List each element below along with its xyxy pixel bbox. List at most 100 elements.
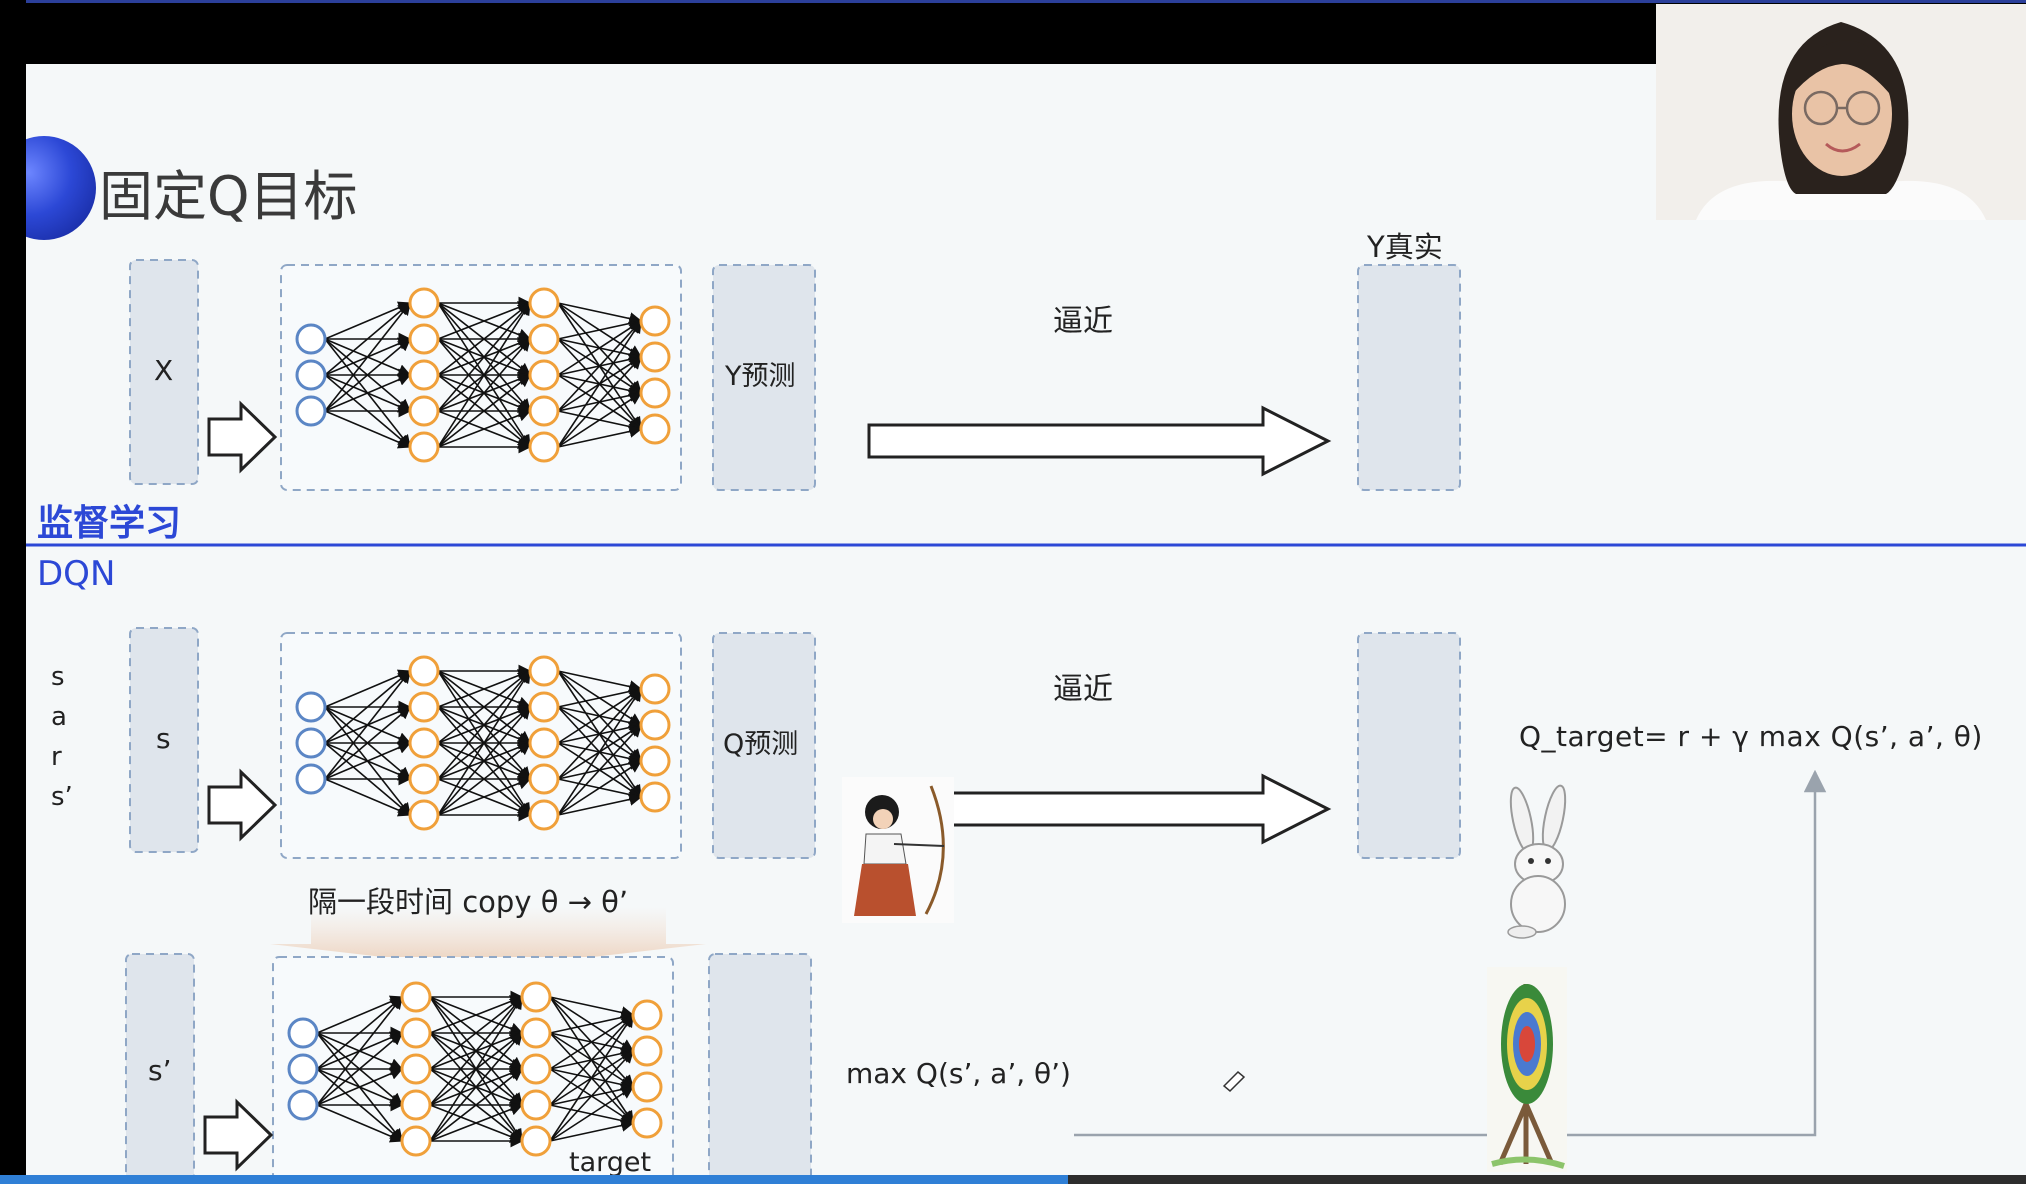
network-edge: [316, 1067, 404, 1106]
neuron: [639, 341, 671, 373]
transition-s-next: s’: [51, 782, 73, 812]
neuron: [528, 727, 560, 759]
input-neuron: [287, 1089, 319, 1121]
input-neuron: [295, 727, 327, 759]
network-edge: [429, 995, 523, 1142]
state-label-s: s: [156, 722, 171, 755]
network-edge: [437, 374, 532, 448]
neuron: [408, 691, 440, 723]
network-edge: [437, 670, 531, 780]
transition-r: r: [51, 742, 62, 772]
target-board-illustration: [1487, 967, 1567, 1172]
approach-arrow-icon: [867, 405, 1332, 477]
input-neuron: [295, 395, 327, 427]
network-edge: [549, 1050, 634, 1142]
network-edge: [429, 996, 524, 1070]
network-edge: [437, 301, 532, 340]
truth-box-y: [1357, 264, 1461, 491]
neuron: [408, 395, 440, 427]
section-label-dqn: DQN: [37, 554, 116, 594]
network-edge: [324, 706, 411, 780]
network-edge: [437, 669, 532, 708]
neuron: [400, 1089, 432, 1121]
network-edge: [557, 356, 642, 448]
neuron: [639, 305, 671, 337]
neuron: [408, 431, 440, 463]
neuron: [639, 781, 671, 813]
network-edge: [429, 1068, 524, 1142]
network-edge: [324, 670, 411, 744]
state-arrow-icon: [207, 768, 278, 842]
network-edge: [429, 1103, 524, 1142]
slide-title: 固定Q目标: [99, 165, 358, 228]
target-net-label: target: [569, 1147, 652, 1175]
neuron: [408, 763, 440, 795]
neuron: [408, 727, 440, 759]
video-progress-fill: [0, 1175, 1068, 1184]
section-label-supervised: 监督学习: [37, 503, 182, 544]
network-edge: [557, 724, 642, 816]
input-box-x: [129, 259, 199, 485]
network-edge: [557, 319, 642, 448]
neuron: [520, 1089, 552, 1121]
input-neuron: [295, 323, 327, 355]
truth-label-y: Y真实: [1367, 230, 1443, 264]
network-edge: [437, 742, 532, 816]
neuron: [528, 691, 560, 723]
network-edge: [557, 793, 643, 816]
prediction-box-q: [712, 632, 816, 859]
network-edge: [437, 409, 532, 448]
network-edge: [557, 317, 643, 340]
neuron: [631, 1071, 663, 1103]
input-neuron: [295, 359, 327, 391]
network-edge: [549, 1086, 635, 1142]
next-state-arrow-icon: [203, 1098, 274, 1172]
neuron: [408, 323, 440, 355]
neuron: [639, 377, 671, 409]
network-edge: [316, 995, 403, 1106]
network-edge: [324, 338, 411, 412]
network-edge: [324, 741, 412, 780]
network-edge: [429, 996, 523, 1106]
network-edge: [557, 392, 643, 448]
neuron: [408, 799, 440, 831]
video-progress-bar[interactable]: [0, 1175, 2026, 1184]
neuron: [528, 655, 560, 687]
network-edge: [316, 995, 404, 1034]
state-box-s: [129, 627, 199, 853]
network-edge: [316, 1032, 403, 1106]
title-bullet-icon: [26, 136, 96, 240]
slide-graphics: [26, 136, 2026, 1175]
network-edge: [324, 410, 412, 449]
network-edge: [557, 760, 643, 816]
prediction-label-q: Q预测: [723, 729, 799, 760]
network-edge: [324, 373, 412, 412]
network-supervised: [295, 287, 671, 463]
neuron: [408, 359, 440, 391]
neuron: [631, 1107, 663, 1139]
network-edge: [324, 301, 412, 340]
pen-cursor-icon: [1222, 1070, 1246, 1093]
neuron: [408, 287, 440, 319]
neuron: [520, 1053, 552, 1085]
network-edge: [557, 302, 643, 325]
input-neuron: [295, 763, 327, 795]
network-edge: [437, 302, 531, 412]
target-output-box: [708, 953, 812, 1175]
neural-networks: [287, 287, 671, 1157]
transition-s: s: [51, 662, 65, 692]
neuron: [408, 655, 440, 687]
prediction-label-y: Y预测: [725, 361, 796, 392]
presenter-video: [1656, 4, 2026, 220]
neuron: [400, 981, 432, 1013]
network-edge: [437, 301, 531, 448]
neuron: [528, 359, 560, 391]
neuron: [400, 1017, 432, 1049]
neuron: [639, 709, 671, 741]
network-edge: [437, 777, 532, 816]
network-edge: [557, 670, 643, 693]
network-edge: [324, 669, 411, 780]
neuron: [639, 745, 671, 777]
network-edge: [437, 302, 532, 376]
network-edge: [316, 996, 403, 1070]
